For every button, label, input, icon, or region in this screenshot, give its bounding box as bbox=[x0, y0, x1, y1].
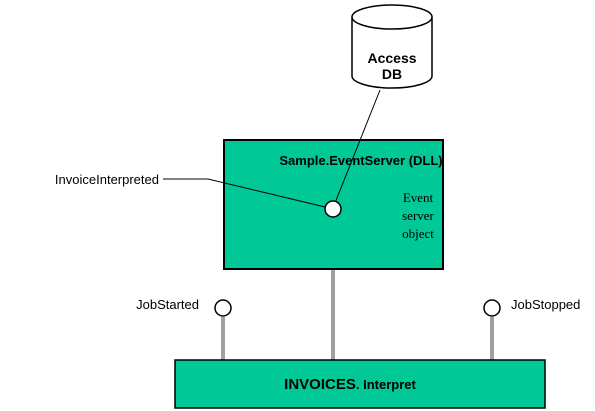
job-started-interface-icon bbox=[214, 299, 232, 317]
invoices-label-rest: . Interpret bbox=[356, 377, 417, 392]
invoices-interpret-label: INVOICES. Interpret bbox=[284, 376, 416, 393]
event-server-object-line2: server bbox=[402, 208, 434, 223]
event-server-box: Sample.EventServer (DLL) Event server ob… bbox=[223, 139, 444, 270]
event-server-object-line3: object bbox=[402, 226, 434, 241]
invoice-interpreted-pointer bbox=[163, 178, 326, 208]
job-stopped-interface-icon bbox=[483, 299, 501, 317]
event-server-object-line1: Event bbox=[403, 190, 434, 205]
job-started-label: JobStarted bbox=[136, 297, 199, 312]
db-to-interface-line bbox=[332, 89, 381, 209]
job-stopped-label: JobStopped bbox=[511, 297, 580, 312]
access-db-cylinder: Access DB bbox=[351, 4, 433, 89]
invoice-interpreted-label: InvoiceInterpreted bbox=[55, 172, 159, 187]
db-label-line2: DB bbox=[382, 66, 402, 82]
invoices-label-bold: INVOICES bbox=[284, 376, 356, 393]
invoices-interpret-rect bbox=[174, 359, 546, 409]
db-label-line1: Access bbox=[367, 50, 416, 66]
invoice-interpreted-interface-icon bbox=[324, 200, 342, 218]
cylinder-top bbox=[351, 4, 433, 30]
event-server-title: Sample.EventServer (DLL) bbox=[279, 153, 442, 168]
cylinder-body bbox=[351, 17, 433, 89]
invoices-interpret-box: INVOICES. Interpret bbox=[174, 359, 546, 409]
